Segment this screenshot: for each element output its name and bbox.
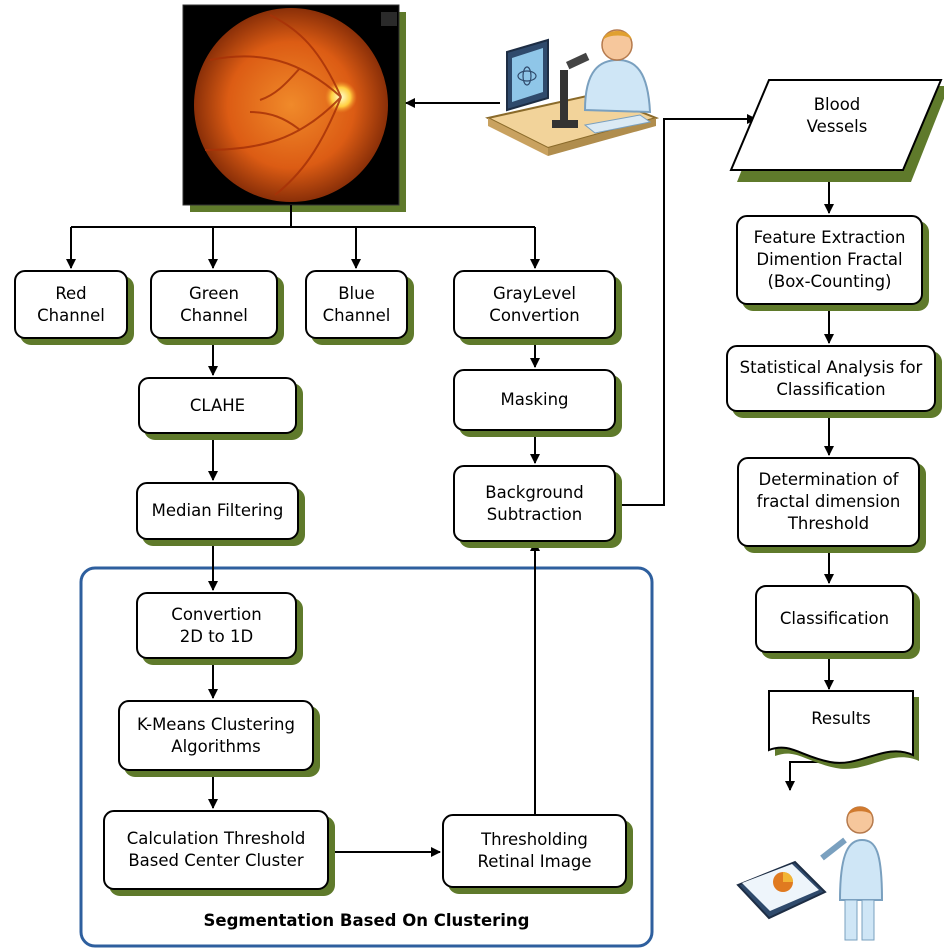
feature-extraction-box: Feature Extraction Dimention Fractal (Bo… — [736, 215, 923, 305]
blood-vessels-shape — [729, 79, 944, 182]
green-channel-label: Green Channel — [180, 283, 248, 325]
statistical-analysis-label: Statistical Analysis for Classification — [739, 357, 923, 399]
thresholding-label: Thresholding Retinal Image — [477, 830, 592, 871]
graylevel-box: GrayLevel Convertion — [453, 270, 616, 339]
clahe-box: CLAHE — [138, 377, 297, 434]
kmeans-label: K-Means Clustering Algorithms — [137, 714, 295, 756]
segmentation-group-label: Segmentation Based On Clustering — [203, 911, 530, 930]
masking-label: Masking — [500, 390, 569, 409]
calculation-threshold-box: Calculation Threshold Based Center Clust… — [103, 810, 329, 890]
kmeans-box: K-Means Clustering Algorithms — [118, 700, 314, 771]
feature-extraction-label: Feature Extraction Dimention Fractal (Bo… — [753, 228, 906, 291]
background-subtraction-label: Background Subtraction — [485, 482, 584, 524]
median-filtering-label: Median Filtering — [151, 501, 284, 520]
calculation-threshold-label: Calculation Threshold Based Center Clust… — [126, 829, 306, 870]
blood-vessels-label: Blood Vessels — [806, 95, 868, 136]
connectors — [66, 98, 834, 857]
thresholding-box: Thresholding Retinal Image — [442, 814, 627, 888]
blue-channel-label: Blue Channel — [322, 283, 391, 325]
segmentation-group-frame — [79, 566, 654, 948]
classification-box: Classification — [755, 585, 914, 653]
determination-label: Determination of fractal dimension Thres… — [756, 470, 901, 533]
statistical-analysis-box: Statistical Analysis for Classification — [726, 345, 936, 412]
green-channel-box: Green Channel — [150, 270, 278, 339]
red-channel-label: Red Channel — [37, 283, 105, 325]
determination-box: Determination of fractal dimension Thres… — [737, 457, 920, 547]
graylevel-label: GrayLevel Convertion — [489, 283, 580, 325]
results-document-shape — [768, 690, 919, 769]
results-label: Results — [811, 709, 871, 728]
clahe-label: CLAHE — [189, 395, 246, 415]
convertion-box: Convertion 2D to 1D — [136, 592, 297, 659]
blue-channel-box: Blue Channel — [305, 270, 408, 339]
classification-label: Classification — [779, 609, 890, 628]
red-channel-box: Red Channel — [14, 270, 128, 339]
presenter-chart-icon — [736, 806, 884, 941]
doctor-microscope-icon — [485, 29, 660, 156]
retina-fundus-image — [182, 4, 406, 212]
convertion-label: Convertion 2D to 1D — [171, 604, 262, 646]
background-subtraction-box: Background Subtraction — [453, 465, 616, 542]
masking-box: Masking — [453, 369, 616, 431]
median-filtering-box: Median Filtering — [136, 482, 299, 540]
